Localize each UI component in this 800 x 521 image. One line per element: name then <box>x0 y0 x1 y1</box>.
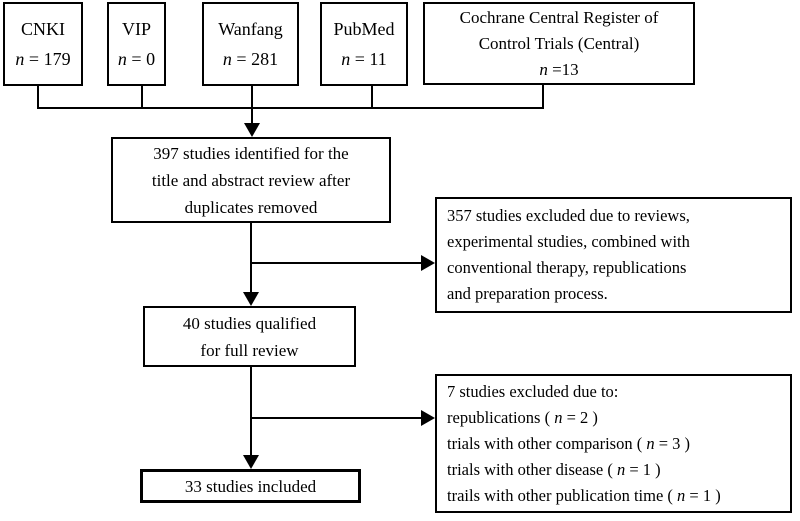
source-count: n =13 <box>539 59 579 79</box>
connector-branch-excluded-second <box>250 417 422 419</box>
qualified-box: 40 studies qualified for full review <box>143 306 356 367</box>
arrowhead-down-qualified <box>243 292 259 306</box>
excluded-first-line3: conventional therapy, republications <box>447 258 687 277</box>
source-box-vip: VIP n = 0 <box>107 2 166 86</box>
connector-qualified-to-included <box>250 367 252 456</box>
included-text: 33 studies included <box>184 476 317 496</box>
source-name: CNKI <box>21 19 65 39</box>
excluded-first-line1: 357 studies excluded due to reviews, <box>447 206 690 225</box>
excluded-first-box: 357 studies excluded due to reviews, exp… <box>435 197 792 313</box>
source-count: n = 281 <box>222 49 279 69</box>
connector-to-identified <box>251 107 253 124</box>
excluded-second-title: 7 studies excluded due to: <box>447 381 619 401</box>
connector-stub-vip <box>141 86 143 108</box>
excluded-second-item: trails with other publication time ( n =… <box>447 485 721 505</box>
qualified-line1: 40 studies qualified <box>182 313 317 333</box>
connector-identified-to-qualified <box>250 222 252 293</box>
source-name: Wanfang <box>218 19 283 39</box>
connector-stub-pubmed <box>371 86 373 108</box>
source-box-cochrane: Cochrane Central Register of Control Tri… <box>423 2 695 85</box>
excluded-first-line4: and preparation process. <box>447 284 608 303</box>
arrowhead-right-excluded-second <box>421 410 435 426</box>
source-box-cnki: CNKI n = 179 <box>3 2 83 86</box>
source-name: PubMed <box>333 19 395 39</box>
connector-stub-cochrane <box>542 85 544 108</box>
arrowhead-down-included <box>243 455 259 469</box>
connector-stub-wanfang <box>251 86 253 108</box>
source-name-line1: Cochrane Central Register of <box>459 7 659 27</box>
excluded-second-item: republications ( n = 2 ) <box>447 407 598 427</box>
source-count: n = 179 <box>15 49 71 69</box>
source-count: n = 11 <box>341 49 387 69</box>
identified-line2: title and abstract review after <box>151 170 351 190</box>
source-count: n = 0 <box>117 49 156 69</box>
excluded-first-line2: experimental studies, combined with <box>447 232 690 251</box>
source-box-pubmed: PubMed n = 11 <box>320 2 408 86</box>
source-box-wanfang: Wanfang n = 281 <box>202 2 299 86</box>
connector-top-horizontal <box>37 107 544 109</box>
excluded-second-item: trials with other comparison ( n = 3 ) <box>447 433 691 453</box>
connector-stub-cnki <box>37 86 39 108</box>
arrowhead-right-excluded-first <box>421 255 435 271</box>
identified-box: 397 studies identified for the title and… <box>111 137 391 223</box>
qualified-line2: for full review <box>200 340 299 360</box>
arrowhead-down-identified <box>244 123 260 137</box>
excluded-second-item: trials with other disease ( n = 1 ) <box>447 459 661 479</box>
connector-branch-excluded-first <box>250 262 422 264</box>
source-name: VIP <box>121 19 151 39</box>
excluded-second-box: 7 studies excluded due to: republication… <box>435 374 792 513</box>
included-box: 33 studies included <box>140 469 361 503</box>
identified-line1: 397 studies identified for the <box>153 143 349 163</box>
source-name-line2: Control Trials (Central) <box>478 33 640 53</box>
identified-line3: duplicates removed <box>184 197 318 217</box>
